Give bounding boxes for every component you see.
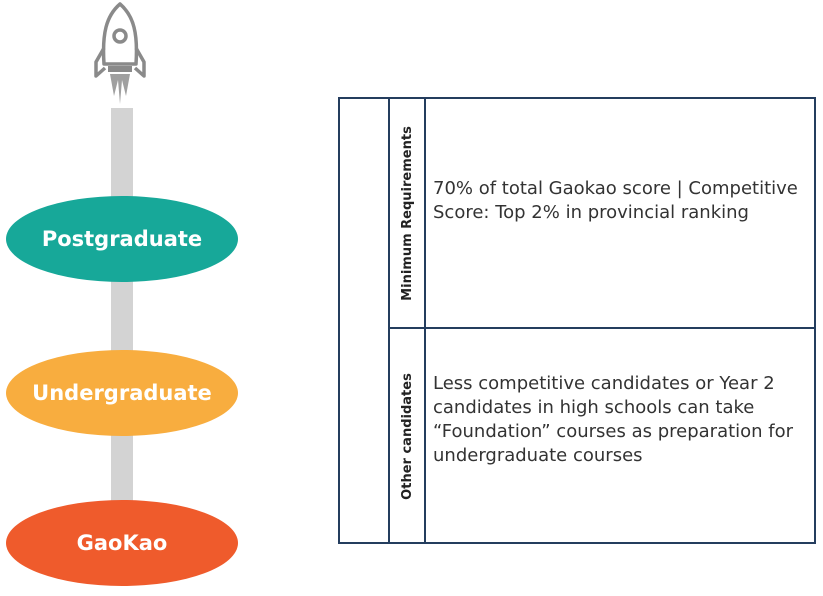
stage-postgraduate: Postgraduate — [6, 196, 238, 282]
requirements-table: Minimum Requirements 70% of total Gaokao… — [338, 97, 816, 544]
row-header-minimum-requirements: Minimum Requirements — [390, 99, 424, 327]
other-candidates-text: Less competitive candidates or Year 2 ca… — [433, 373, 794, 466]
minimum-requirements-text: 70% of total Gaokao score | Competitive … — [433, 178, 798, 223]
row-header-label: Minimum Requirements — [399, 125, 415, 301]
row-header-label: Other candidates — [399, 373, 415, 500]
stage-undergraduate: Undergraduate — [6, 350, 238, 436]
row-header-other-candidates: Other candidates — [390, 329, 424, 544]
table-column-divider — [424, 99, 426, 542]
table-row-divider — [388, 327, 814, 329]
progress-pole — [111, 108, 133, 508]
table-column-divider — [388, 99, 390, 542]
stage-gaokao: GaoKao — [6, 500, 238, 586]
rocket-icon — [94, 2, 146, 104]
